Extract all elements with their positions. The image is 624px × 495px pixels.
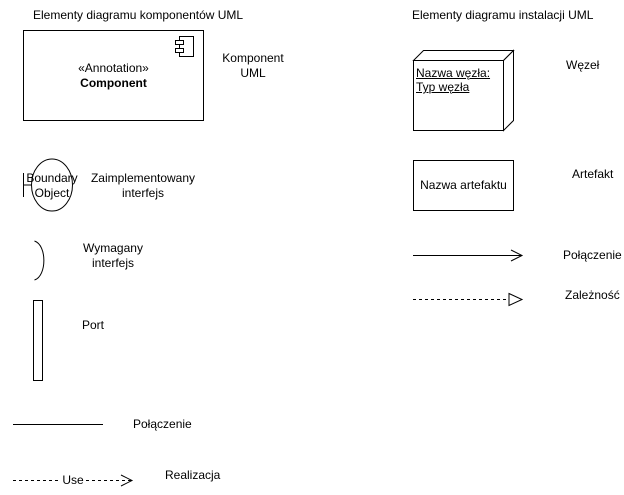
artifact-box[interactable] xyxy=(413,160,514,211)
component-caption-line1: Komponent xyxy=(222,51,284,65)
node-shape[interactable] xyxy=(412,49,515,132)
artifact-text: Nazwa artefaktu xyxy=(420,178,507,192)
deployment-section-title: Elementy diagramu instalacji UML xyxy=(412,8,594,22)
component-caption-line2: UML xyxy=(240,66,266,80)
realization-caption: Realizacja xyxy=(165,468,221,482)
component-connection-caption: Połączenie xyxy=(133,417,192,431)
node-caption: Węzeł xyxy=(566,58,600,72)
provided-interface-caption-line2: interfejs xyxy=(121,186,165,200)
required-interface-caption-line2: interfejs xyxy=(91,256,135,270)
dependency-arrow[interactable] xyxy=(413,292,524,307)
provided-interface-caption-line1: Zaimplementowany xyxy=(90,171,196,185)
component-stereotype: «Annotation» xyxy=(78,61,149,75)
component-box[interactable] xyxy=(23,30,204,121)
deployment-connection-caption: Połączenie xyxy=(563,248,622,262)
required-interface-caption-line1: Wymagany xyxy=(83,241,143,255)
component-name: Component xyxy=(80,76,147,90)
component-icon xyxy=(175,36,194,57)
port-caption: Port xyxy=(82,318,105,332)
deployment-connection-arrow[interactable] xyxy=(413,249,524,262)
boundary-object-label-line2: Object xyxy=(34,186,70,200)
node-name-line1: Nazwa węzła: xyxy=(416,66,491,80)
dependency-caption: Zależność xyxy=(565,288,620,302)
realization-edge-label: Use xyxy=(60,473,86,487)
artifact-caption: Artefakt xyxy=(572,167,614,181)
realization-edge[interactable] xyxy=(13,474,134,487)
port-shape[interactable] xyxy=(33,300,43,381)
boundary-object-shape[interactable] xyxy=(23,158,73,212)
required-interface-shape[interactable] xyxy=(34,240,45,281)
node-name-line2: Typ węzła xyxy=(416,80,470,94)
component-section-title: Elementy diagramu komponentów UML xyxy=(33,8,244,22)
boundary-object-label-line1: Boundary xyxy=(26,171,78,185)
